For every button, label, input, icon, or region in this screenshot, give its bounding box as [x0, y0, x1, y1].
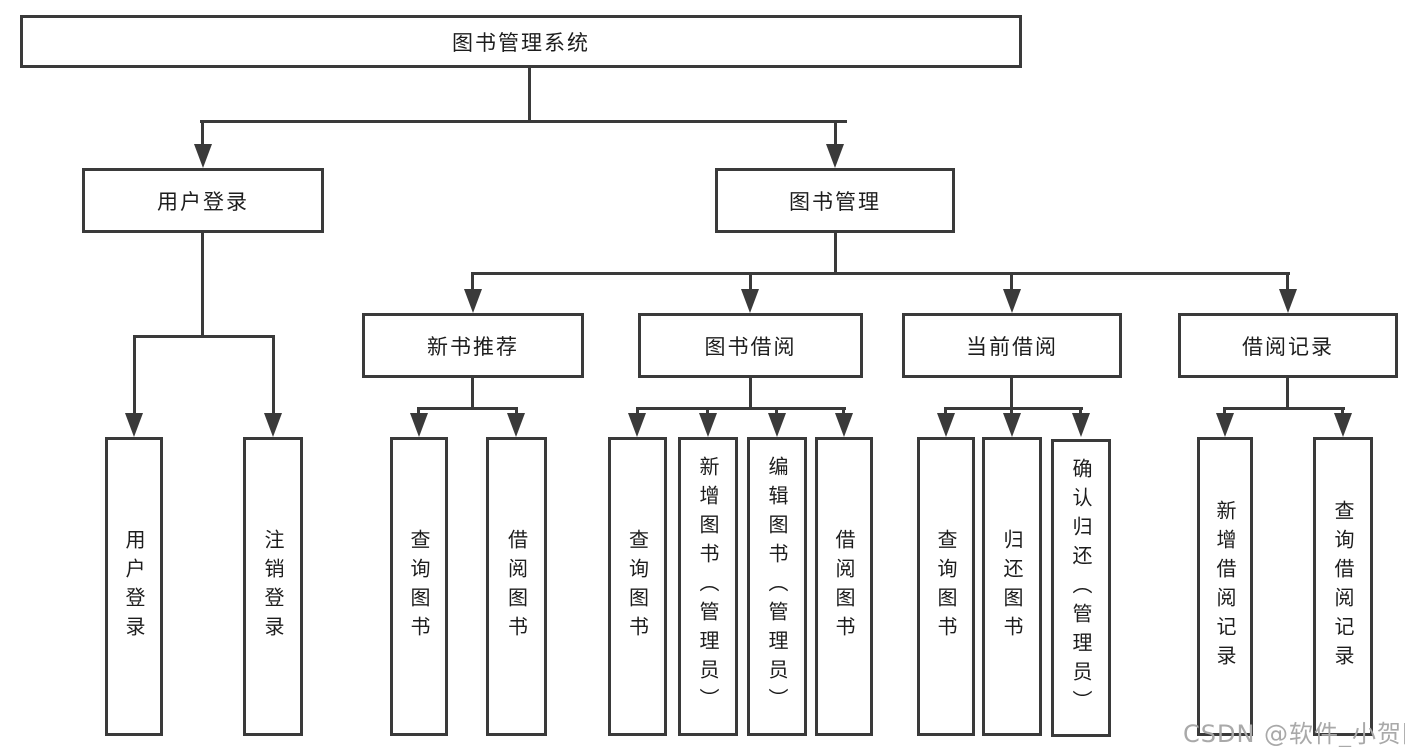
connector-current-borrowing-rail: [944, 407, 1083, 410]
connector-new-book-recommend-stub: [471, 378, 474, 407]
arrowhead-confirm-return-icon: [1072, 413, 1090, 437]
arrowhead-borrow-books-1-icon: [507, 413, 525, 437]
node-user-login-label: 用户登录: [157, 189, 249, 214]
connector-book-borrowing-rail: [636, 407, 846, 410]
leaf-query-borrow-record: 查询借阅记录: [1313, 437, 1373, 736]
leaf-borrow-books-1: 借阅图书: [486, 437, 547, 736]
arrowhead-user-login-icon: [194, 144, 212, 168]
leaf-return-books: 归还图书: [982, 437, 1042, 736]
node-borrow-records-label: 借阅记录: [1242, 334, 1334, 359]
leaf-query-books-1-label: 查询图书: [407, 528, 431, 645]
connector-current-borrowing-stub: [1010, 378, 1013, 407]
leaf-query-books-2: 查询图书: [608, 437, 667, 736]
arrowhead-add-books-icon: [699, 413, 717, 437]
connector-drop-leaf-user-login: [133, 337, 136, 415]
connector-user-login-stub: [201, 233, 204, 335]
connector-drop-query-books-2: [636, 407, 639, 417]
connector-drop-query-books-3: [944, 407, 947, 417]
leaf-user-login: 用户登录: [105, 437, 163, 736]
leaf-logout: 注销登录: [243, 437, 303, 736]
arrowhead-query-books-1-icon: [410, 413, 428, 437]
leaf-borrow-books-2-label: 借阅图书: [832, 528, 856, 645]
arrowhead-leaf-user-login-icon: [125, 413, 143, 437]
leaf-query-books-3: 查询图书: [917, 437, 975, 736]
leaf-borrow-books-1-label: 借阅图书: [504, 528, 529, 645]
leaf-borrow-books-2: 借阅图书: [815, 437, 873, 736]
connector-borrow-records-rail: [1223, 407, 1345, 410]
connector-borrow-records-stub: [1286, 378, 1289, 407]
connector-drop-book-management: [834, 122, 837, 148]
connector-root-stub: [528, 68, 531, 120]
leaf-query-borrow-record-label: 查询借阅记录: [1331, 499, 1355, 674]
node-root-label: 图书管理系统: [452, 30, 590, 55]
connector-new-book-rail: [417, 407, 518, 410]
leaf-add-borrow-record-label: 新增借阅记录: [1213, 499, 1237, 674]
connector-drop-new-book-recommend: [471, 274, 474, 292]
arrowhead-new-book-recommend-icon: [464, 289, 482, 313]
arrowhead-query-borrow-record-icon: [1334, 413, 1352, 437]
leaf-user-login-label: 用户登录: [122, 528, 146, 645]
connector-drop-current-borrowing: [1010, 274, 1013, 292]
connector-level2-rail: [200, 120, 847, 123]
arrowhead-add-borrow-record-icon: [1216, 413, 1234, 437]
leaf-confirm-return-admin: 确认归还（管理员）: [1051, 439, 1111, 737]
watermark: CSDN @软件_小贺同学: [1183, 720, 1405, 747]
arrowhead-current-borrowing-icon: [1003, 289, 1021, 313]
connector-drop-leaf-logout: [272, 337, 275, 415]
node-root: 图书管理系统: [20, 15, 1022, 68]
arrowhead-borrow-books-2-icon: [835, 413, 853, 437]
node-user-login: 用户登录: [82, 168, 324, 233]
connector-book-borrowing-stub: [749, 378, 752, 407]
arrowhead-return-books-icon: [1003, 413, 1021, 437]
leaf-logout-label: 注销登录: [261, 528, 285, 645]
connector-drop-borrow-books-1: [515, 407, 518, 417]
arrowhead-leaf-logout-icon: [264, 413, 282, 437]
leaf-return-books-label: 归还图书: [1000, 528, 1024, 645]
arrowhead-book-management-icon: [826, 144, 844, 168]
leaf-add-books-admin: 新增图书（管理员）: [678, 437, 738, 736]
connector-drop-edit-books: [775, 407, 778, 417]
connector-drop-return-books: [1010, 407, 1013, 417]
node-book-borrowing-label: 图书借阅: [704, 334, 797, 359]
leaf-add-books-admin-label: 新增图书（管理员）: [696, 456, 720, 717]
arrowhead-book-borrowing-icon: [741, 289, 759, 313]
connector-drop-confirm-return: [1079, 407, 1082, 417]
connector-drop-add-books: [706, 407, 709, 417]
node-book-borrowing: 图书借阅: [638, 313, 863, 378]
node-current-borrowing-label: 当前借阅: [966, 334, 1058, 359]
connector-drop-book-borrowing: [749, 274, 752, 292]
leaf-edit-books-admin-label: 编辑图书（管理员）: [765, 456, 789, 717]
leaf-confirm-return-admin-label: 确认归还（管理员）: [1069, 457, 1093, 719]
connector-drop-query-books-1: [417, 407, 420, 417]
node-new-book-recommend-label: 新书推荐: [427, 334, 519, 359]
arrowhead-edit-books-icon: [768, 413, 786, 437]
arrowhead-borrow-records-icon: [1279, 289, 1297, 313]
connector-drop-add-borrow-record: [1223, 407, 1226, 417]
connector-book-management-stub: [834, 233, 837, 274]
connector-drop-user-login: [201, 122, 204, 148]
connector-user-login-rail: [133, 335, 275, 338]
arrowhead-query-books-2-icon: [628, 413, 646, 437]
node-new-book-recommend: 新书推荐: [362, 313, 584, 378]
connector-drop-borrow-books-2: [842, 407, 845, 417]
leaf-query-books-3-label: 查询图书: [934, 528, 958, 645]
node-current-borrowing: 当前借阅: [902, 313, 1122, 378]
node-book-management: 图书管理: [715, 168, 955, 233]
leaf-edit-books-admin: 编辑图书（管理员）: [747, 437, 807, 736]
node-book-management-label: 图书管理: [789, 189, 881, 214]
leaf-add-borrow-record: 新增借阅记录: [1197, 437, 1253, 736]
leaf-query-books-1: 查询图书: [390, 437, 448, 736]
node-borrow-records: 借阅记录: [1178, 313, 1398, 378]
connector-level3-rail: [471, 272, 1290, 275]
arrowhead-query-books-3-icon: [937, 413, 955, 437]
connector-drop-query-borrow-record: [1341, 407, 1344, 417]
leaf-query-books-2-label: 查询图书: [625, 528, 650, 645]
connector-drop-borrow-records: [1286, 274, 1289, 292]
